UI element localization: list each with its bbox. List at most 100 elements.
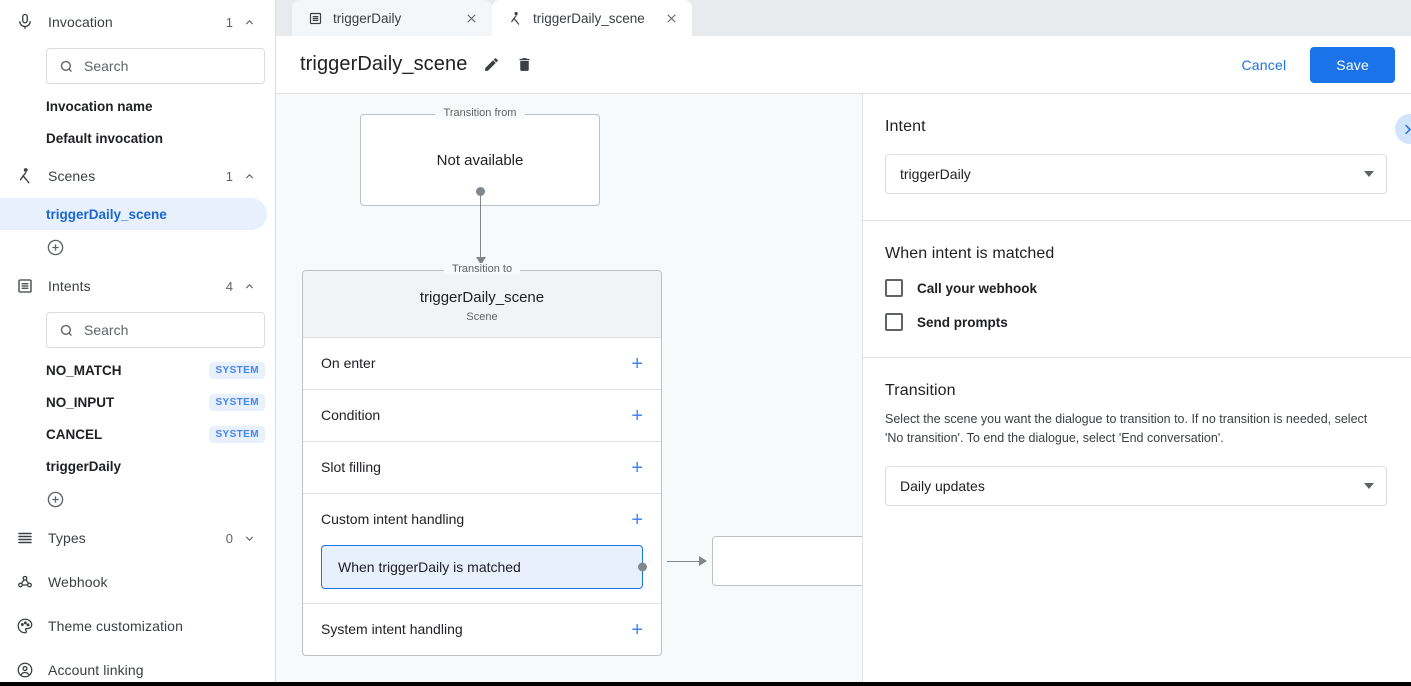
- sidebar-item-webhook[interactable]: Webhook: [0, 560, 275, 604]
- checkbox-call-your-webhook[interactable]: Call your webhook: [885, 279, 1387, 297]
- transition-to-legend: Transition to: [443, 263, 521, 275]
- checkbox-send-prompts[interactable]: Send prompts: [885, 313, 1387, 331]
- connector-arrow-right: [699, 556, 707, 566]
- sidebar-section-invocation[interactable]: Invocation 1: [0, 0, 275, 44]
- add-condition-button[interactable]: +: [631, 404, 643, 427]
- add-on-enter-button[interactable]: +: [631, 352, 643, 375]
- search-input-intents[interactable]: Search: [46, 312, 265, 348]
- tab-label: triggerDaily: [333, 10, 402, 26]
- search-placeholder: Search: [84, 58, 129, 74]
- scene-canvas[interactable]: Transition from Not available Transition…: [276, 94, 862, 686]
- cancel-button[interactable]: Cancel: [1226, 48, 1303, 82]
- sidebar-item-label: NO_INPUT: [46, 394, 115, 410]
- sidebar-item-cancel[interactable]: CANCEL SYSTEM: [0, 418, 275, 450]
- sidebar-section-count: 0: [225, 530, 233, 546]
- sidebar-item-account-linking[interactable]: Account linking: [0, 648, 275, 686]
- transition-from-legend: Transition from: [435, 107, 525, 119]
- transition-section-description: Select the scene you want the dialogue t…: [885, 412, 1368, 445]
- transition-section-title: Transition: [885, 382, 956, 399]
- transition-section: Transition Select the scene you want the…: [863, 358, 1411, 532]
- intent-handler-chip-label: When triggerDaily is matched: [338, 559, 521, 575]
- sidebar-item-invocation-name[interactable]: Invocation name: [0, 90, 275, 122]
- transition-to-node[interactable]: Tr Dail: [712, 536, 862, 586]
- sidebar-section-count: 1: [225, 14, 233, 30]
- scene-node-card[interactable]: Transition to triggerDaily_scene Scene O…: [302, 263, 662, 656]
- sidebar-item-label: Default invocation: [46, 130, 164, 146]
- tab-triggerdaily-scene[interactable]: triggerDaily_scene: [492, 0, 692, 36]
- status-badge: SYSTEM: [209, 393, 265, 411]
- search-input-invocation[interactable]: Search: [46, 48, 265, 84]
- chevron-right-icon[interactable]: [1395, 114, 1411, 144]
- page-header: triggerDaily_scene Cancel Save: [276, 36, 1411, 94]
- intent-section-title: Intent: [885, 118, 926, 135]
- tab-label: triggerDaily_scene: [533, 10, 645, 26]
- add-slot-filling-button[interactable]: +: [631, 456, 643, 479]
- close-icon[interactable]: [465, 12, 478, 25]
- scene-node-subtitle: Scene: [466, 311, 498, 323]
- scene-row-label: Slot filling: [321, 459, 381, 475]
- scene-row-condition[interactable]: Condition +: [303, 390, 661, 442]
- sidebar-item-theme-customization[interactable]: Theme customization: [0, 604, 275, 648]
- scene-row-system-intent-handling[interactable]: System intent handling +: [303, 604, 661, 655]
- account-icon: [16, 661, 42, 679]
- sidebar-item-triggerdaily[interactable]: triggerDaily: [0, 450, 275, 482]
- scene-row-slot-filling[interactable]: Slot filling +: [303, 442, 661, 494]
- scene-row-label: Custom intent handling: [321, 511, 465, 527]
- sidebar-item-no-match[interactable]: NO_MATCH SYSTEM: [0, 354, 275, 386]
- chevron-down-icon: [243, 532, 257, 545]
- checkbox-label: Send prompts: [917, 314, 1008, 330]
- properties-panel: Intent triggerDaily When intent is match…: [862, 94, 1411, 686]
- add-system-intent-handling-button[interactable]: +: [631, 618, 643, 641]
- tab-triggerdaily[interactable]: triggerDaily: [292, 0, 492, 36]
- sidebar-item-label: Webhook: [48, 574, 108, 590]
- sidebar-section-types[interactable]: Types 0: [0, 516, 275, 560]
- transition-to-target-value: Dail: [764, 553, 862, 570]
- add-intent-button[interactable]: [0, 482, 275, 516]
- bottom-bar: [0, 682, 1411, 686]
- checkbox-box[interactable]: [885, 279, 903, 297]
- intent-icon: [308, 11, 323, 26]
- webhook-icon: [16, 573, 42, 591]
- chevron-up-icon: [243, 170, 257, 183]
- scene-icon: [16, 167, 42, 185]
- sidebar-section-label: Scenes: [48, 168, 96, 184]
- types-icon: [16, 529, 42, 547]
- scene-node-header: triggerDaily_scene Scene: [303, 271, 661, 338]
- scene-node-title: triggerDaily_scene: [419, 289, 545, 306]
- sidebar: Invocation 1 Search Invocation name Defa…: [0, 0, 276, 686]
- body-area: Transition from Not available Transition…: [276, 94, 1411, 686]
- transition-select-value: Daily updates: [900, 477, 985, 494]
- scene-row-custom-intent-handling[interactable]: Custom intent handling + When triggerDai…: [303, 494, 661, 604]
- sidebar-item-label: Invocation name: [46, 98, 153, 114]
- sidebar-item-no-input[interactable]: NO_INPUT SYSTEM: [0, 386, 275, 418]
- palette-icon: [16, 617, 42, 635]
- connector-line-horizontal: [667, 561, 703, 562]
- add-scene-button[interactable]: [0, 230, 275, 264]
- scene-row-on-enter[interactable]: On enter +: [303, 338, 661, 390]
- trash-icon[interactable]: [516, 56, 533, 73]
- sidebar-item-label: Account linking: [48, 662, 144, 678]
- sidebar-item-label: CANCEL: [46, 426, 103, 442]
- sidebar-section-intents[interactable]: Intents 4: [0, 264, 275, 308]
- save-button[interactable]: Save: [1310, 46, 1395, 83]
- add-custom-intent-handling-button[interactable]: +: [631, 508, 643, 531]
- checkbox-box[interactable]: [885, 313, 903, 331]
- intent-select[interactable]: triggerDaily: [885, 154, 1387, 194]
- status-badge: SYSTEM: [209, 425, 265, 443]
- search-icon: [59, 59, 74, 74]
- chevron-up-icon: [243, 16, 257, 29]
- sidebar-item-triggerdaily-scene[interactable]: triggerDaily_scene: [0, 198, 267, 230]
- when-intent-matched-title: When intent is matched: [885, 245, 1055, 262]
- search-icon: [59, 323, 74, 338]
- sidebar-item-default-invocation[interactable]: Default invocation: [0, 122, 275, 154]
- sidebar-section-scenes[interactable]: Scenes 1: [0, 154, 275, 198]
- transition-select[interactable]: Daily updates: [885, 465, 1387, 506]
- sidebar-section-label: Intents: [48, 278, 91, 294]
- close-icon[interactable]: [665, 12, 678, 25]
- scene-row-label: System intent handling: [321, 621, 463, 637]
- when-intent-matched-section: When intent is matched Call your webhook…: [863, 221, 1411, 358]
- chevron-down-icon: [1364, 482, 1374, 489]
- connector-arrow-down: [476, 257, 486, 265]
- pencil-icon[interactable]: [483, 56, 500, 73]
- intent-handler-chip[interactable]: When triggerDaily is matched: [321, 545, 647, 589]
